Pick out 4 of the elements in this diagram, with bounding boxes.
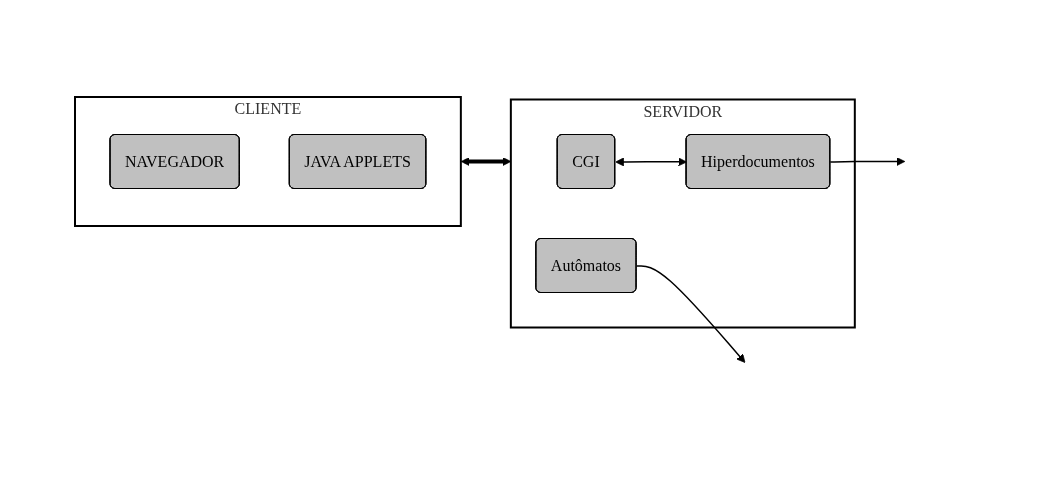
arrow	[829, 157, 905, 167]
arrow	[614, 157, 687, 167]
arrow	[635, 265, 745, 364]
arrow	[460, 157, 511, 167]
